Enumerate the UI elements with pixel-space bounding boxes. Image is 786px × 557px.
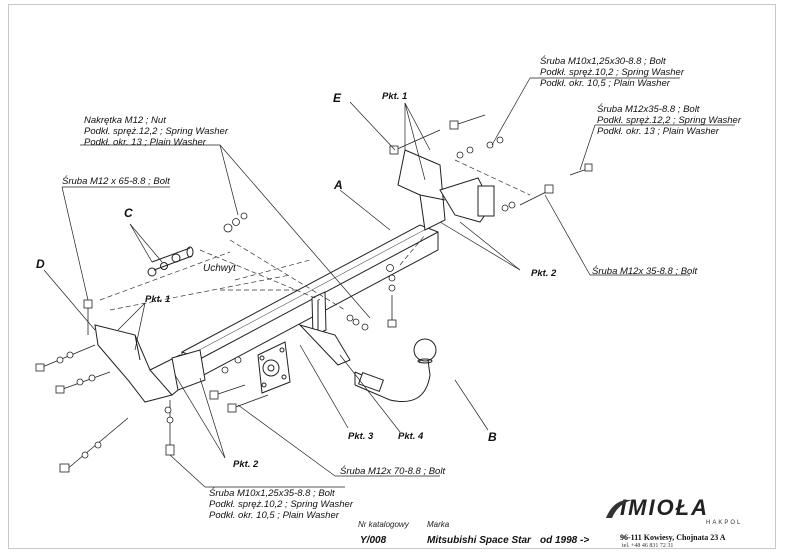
fastener-clusters bbox=[35, 114, 593, 473]
note-top-left: Nakrętka M12 ; Nut Podkł. spręż.12,2 ; S… bbox=[84, 115, 228, 148]
left-bolts bbox=[35, 299, 129, 473]
note-line: Podkł. okr. 13 ; Plain Washer bbox=[597, 126, 719, 137]
note-line: Podkł. spręż.12,2 ; Spring Washer bbox=[84, 126, 228, 137]
bottom-bolts bbox=[164, 384, 269, 456]
left-bracket-d bbox=[94, 324, 185, 403]
company-logo: IMIOŁA bbox=[620, 495, 709, 520]
pkt-1-top: Pkt. 1 bbox=[382, 91, 408, 102]
letter-c: C bbox=[124, 206, 133, 220]
note-line: Podkł. okr. 10,5 ; Plain Washer bbox=[209, 510, 339, 521]
assembly-lines bbox=[99, 159, 531, 311]
company-address: 96-111 Kowiesy, Chojnata 23 A bbox=[620, 533, 726, 542]
cross-beam-a bbox=[181, 224, 439, 378]
mount-plates bbox=[298, 291, 351, 366]
letter-e: E bbox=[333, 91, 342, 105]
logo-swoosh-icon bbox=[606, 499, 632, 518]
note-line: Podkł. okr. 13 ; Plain Washer bbox=[84, 137, 206, 148]
note-line: Śruba M10x1,25x35-8.8 ; Bolt bbox=[209, 488, 335, 499]
left-end-plate bbox=[171, 349, 206, 391]
pkt-2-right: Pkt. 2 bbox=[531, 268, 557, 279]
note-bolt-65: Śruba M12 x 65-8.8 ; Bolt bbox=[62, 176, 170, 187]
brand-label: Marka bbox=[427, 520, 450, 529]
note-line: Śruba M12x35-8.8 ; Bolt bbox=[597, 104, 700, 115]
note-bottom: Śruba M10x1,25x35-8.8 ; Bolt Podkł. sprę… bbox=[209, 488, 353, 521]
pkt-4: Pkt. 4 bbox=[398, 431, 424, 442]
drawing-frame bbox=[8, 4, 776, 549]
socket-plate bbox=[257, 341, 291, 394]
note-line: Podkł. spręż.10,2 ; Spring Washer bbox=[540, 67, 684, 78]
leader-lines bbox=[43, 77, 735, 488]
catalog-number: Y/008 bbox=[360, 535, 387, 546]
tow-ball-b bbox=[354, 338, 437, 402]
company-logo-sub: HAKPOL bbox=[706, 520, 743, 526]
brand-name: Mitsubishi Space Star bbox=[427, 535, 531, 546]
letter-b: B bbox=[488, 430, 497, 444]
note-top-right-1: Śruba M10x1,25x30-8.8 ; Bolt Podkł. sprę… bbox=[540, 56, 684, 89]
company-phone: tel. +48 46 831 72 31 bbox=[622, 543, 674, 549]
pkt-2-bottom: Pkt. 2 bbox=[233, 459, 259, 470]
note-line: Podkł. spręż.12,2 ; Spring Washer bbox=[597, 115, 741, 126]
pkt-1-left: Pkt. 1 bbox=[145, 294, 171, 305]
top-bolts bbox=[389, 114, 593, 212]
holder-c bbox=[147, 246, 194, 277]
note-top-right-2: Śruba M12x35-8.8 ; Bolt Podkł. spręż.12,… bbox=[597, 104, 741, 137]
note-line: Podkł. spręż.10,2 ; Spring Washer bbox=[209, 499, 353, 510]
catalog-label: Nr katalogowy bbox=[358, 520, 409, 529]
note-bolt-35: Śruba M12x 35-8.8 ; Bolt bbox=[592, 266, 698, 277]
right-bracket bbox=[397, 149, 495, 231]
center-nuts bbox=[221, 212, 397, 374]
letter-a: A bbox=[334, 178, 343, 192]
pkt-3: Pkt. 3 bbox=[348, 431, 374, 442]
label-uchwyt: Uchwyt bbox=[203, 263, 236, 274]
production-year: od 1998 -> bbox=[540, 535, 590, 546]
letter-d: D bbox=[36, 257, 45, 271]
note-line: Nakrętka M12 ; Nut bbox=[84, 115, 166, 126]
note-line: Śruba M10x1,25x30-8.8 ; Bolt bbox=[540, 56, 666, 67]
note-line: Podkł. okr. 10,5 ; Plain Washer bbox=[540, 78, 670, 89]
note-bolt-70: Śruba M12x 70-8.8 ; Bolt bbox=[340, 466, 446, 477]
